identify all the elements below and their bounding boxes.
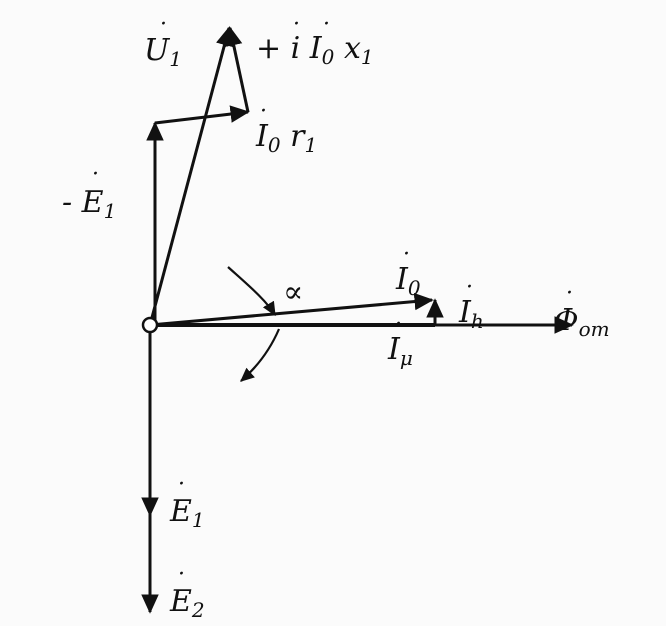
e2-dot: ·: [178, 562, 185, 587]
e1-dot: ·: [178, 472, 185, 497]
imu-dot: ·: [395, 312, 402, 337]
i0x1-dot-i: ·: [293, 12, 300, 37]
i0x1-label: + i I0 x1: [256, 31, 374, 69]
i0x1-phasor: [225, 26, 250, 113]
i0r1-dot: ·: [260, 99, 267, 124]
u1-dot: ·: [160, 12, 167, 37]
i0r1-phasor: [154, 105, 250, 125]
i0-label: I0: [395, 262, 421, 300]
e2-label: E2: [169, 584, 205, 622]
i0-dot: ·: [403, 242, 410, 267]
i0-phasor: [149, 292, 434, 327]
i0x1-dot-I: ·: [323, 12, 330, 37]
phi-om-label: Φom: [554, 303, 610, 341]
i0r1-label: I0 r1: [255, 119, 317, 157]
minus-e1-dot: ·: [92, 162, 99, 187]
u1-label: U1: [144, 33, 182, 71]
u1-phasor: [148, 26, 233, 326]
origin-marker: [141, 316, 159, 334]
minus-e1-label: - E1: [62, 185, 116, 223]
imu-label: Iμ: [387, 332, 413, 370]
alpha-arc-upper: [227, 266, 276, 317]
alpha-label: ∝: [283, 275, 303, 310]
e1-label: E1: [169, 494, 205, 532]
ih-label: Ih: [458, 295, 484, 333]
phi-om-dot: ·: [566, 281, 573, 306]
ih-dot: ·: [466, 275, 473, 300]
alpha-arc-lower: [240, 328, 281, 382]
